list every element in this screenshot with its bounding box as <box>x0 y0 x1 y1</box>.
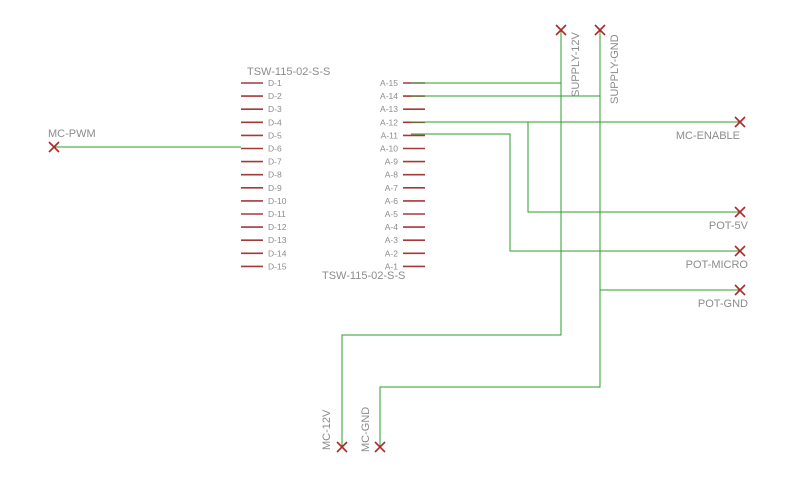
label-mc-12v: MC-12V <box>321 409 333 450</box>
label-pot-gnd: POT-GND <box>698 298 748 310</box>
wire-pot-micro <box>411 133 740 252</box>
pin-label-left-6: D-6 <box>268 144 282 154</box>
pin-label-right-8: A-8 <box>385 170 399 180</box>
pin-label-left-10: D-10 <box>268 196 287 206</box>
label-supply-gnd: SUPPLY-GND <box>609 34 621 104</box>
marker-mc-gnd <box>374 441 386 453</box>
pin-label-right-12: A-4 <box>385 222 399 232</box>
pin-label-right-9: A-7 <box>385 183 399 193</box>
pin-label-right-13: A-3 <box>385 235 399 245</box>
pin-label-left-8: D-8 <box>268 170 282 180</box>
pin-label-left-5: D-5 <box>268 130 282 140</box>
pin-label-left-3: D-3 <box>268 104 282 114</box>
pin-label-right-11: A-5 <box>385 209 399 219</box>
pin-label-left-4: D-4 <box>268 117 282 127</box>
label-supply-12v: SUPPLY-12V <box>570 32 582 97</box>
marker-pot-gnd <box>734 284 746 296</box>
marker-supply-12v <box>555 24 567 36</box>
pin-label-left-15: D-15 <box>268 261 287 271</box>
pin-label-left-12: D-12 <box>268 222 287 232</box>
pin-label-right-1: A-15 <box>380 78 398 88</box>
pin-label-left-11: D-11 <box>268 209 286 219</box>
pin-label-right-3: A-13 <box>380 104 398 114</box>
wires <box>54 30 740 447</box>
pin-label-right-14: A-2 <box>385 248 399 258</box>
pin-label-left-2: D-2 <box>268 91 282 101</box>
wire-pot-5v <box>527 122 740 213</box>
pin-label-right-6: A-10 <box>380 144 398 154</box>
marker-mc-12v <box>336 441 348 453</box>
net-markers <box>48 24 746 453</box>
pin-label-left-1: D-1 <box>268 78 282 88</box>
label-mc-pwm: MC-PWM <box>48 128 96 140</box>
marker-mc-enable <box>734 116 746 128</box>
connector-right: TSW-115-02-S-S A-15A-14A-13A-12A-11A-10A… <box>322 78 425 282</box>
pin-label-left-7: D-7 <box>268 157 282 167</box>
marker-supply-gnd <box>594 24 606 36</box>
wire-gnd-trunk <box>379 30 601 447</box>
pin-label-right-2: A-14 <box>380 91 398 101</box>
pin-label-right-10: A-6 <box>385 196 399 206</box>
marker-mc-pwm <box>48 141 60 153</box>
label-pot-micro: POT-MICRO <box>686 259 749 271</box>
marker-pot-5v <box>734 206 746 218</box>
pin-label-left-14: D-14 <box>268 248 287 258</box>
pin-label-left-13: D-13 <box>268 235 287 245</box>
pin-label-right-15: A-1 <box>385 261 399 271</box>
net-labels: MC-PWM SUPPLY-12V SUPPLY-GND MC-ENABLE P… <box>48 32 749 452</box>
connector-left-name: TSW-115-02-S-S <box>247 66 330 78</box>
pin-label-right-5: A-11 <box>381 130 399 140</box>
label-mc-gnd: MC-GND <box>360 407 372 452</box>
wire-12v-trunk <box>341 30 562 447</box>
connector-left: TSW-115-02-S-S D-1D-2D-3D-4D-5D-6D-7D-8D… <box>241 66 330 271</box>
label-mc-enable: MC-ENABLE <box>676 130 740 142</box>
pin-label-right-4: A-12 <box>380 117 398 127</box>
label-pot-5v: POT-5V <box>709 220 749 232</box>
connector-right-name: TSW-115-02-S-S <box>322 270 405 282</box>
pin-label-right-7: A-9 <box>385 157 399 167</box>
marker-pot-micro <box>734 245 746 257</box>
pin-label-left-9: D-9 <box>268 183 282 193</box>
